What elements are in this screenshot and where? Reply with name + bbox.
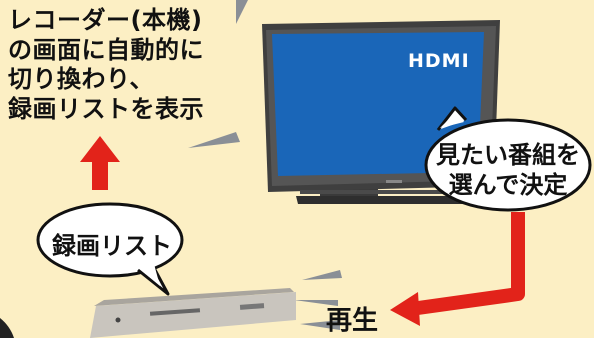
- decorative-corner: [0, 318, 14, 338]
- motion-line-recorder-1: [302, 270, 342, 280]
- motion-lines: [188, 0, 342, 330]
- motion-line-left: [188, 132, 240, 148]
- caption-line: 録画リストを表示: [8, 94, 204, 123]
- recorder-bubble-text: 録画リスト: [52, 232, 172, 260]
- tv-speech-bubble: [424, 106, 592, 212]
- tv-bubble-line: 選んで決定: [448, 171, 568, 199]
- caption-line: 切り換わり、: [8, 65, 155, 93]
- tv-screen: [272, 32, 484, 176]
- playback-arrow: [390, 212, 525, 326]
- recorder-speech-bubble: [36, 202, 184, 296]
- recorder: [90, 288, 296, 338]
- caption: レコーダー(本機) の画面に自動的に 切り換わり、 録画リストを表示: [8, 6, 204, 124]
- playback-label: 再生: [326, 306, 379, 336]
- caption-line: レコーダー(本機): [8, 6, 203, 34]
- motion-line-recorder-2: [294, 300, 338, 306]
- tv-bubble-text: 見たい番組を 選んで決定: [428, 140, 588, 200]
- hdmi-label: HDMI: [408, 50, 470, 72]
- motion-line-recorder-3: [300, 320, 340, 330]
- up-arrow: [80, 136, 120, 190]
- motion-line-top: [236, 0, 248, 24]
- tv-bubble-line: 見たい番組を: [436, 141, 580, 169]
- caption-line: の画面に自動的に: [8, 35, 204, 64]
